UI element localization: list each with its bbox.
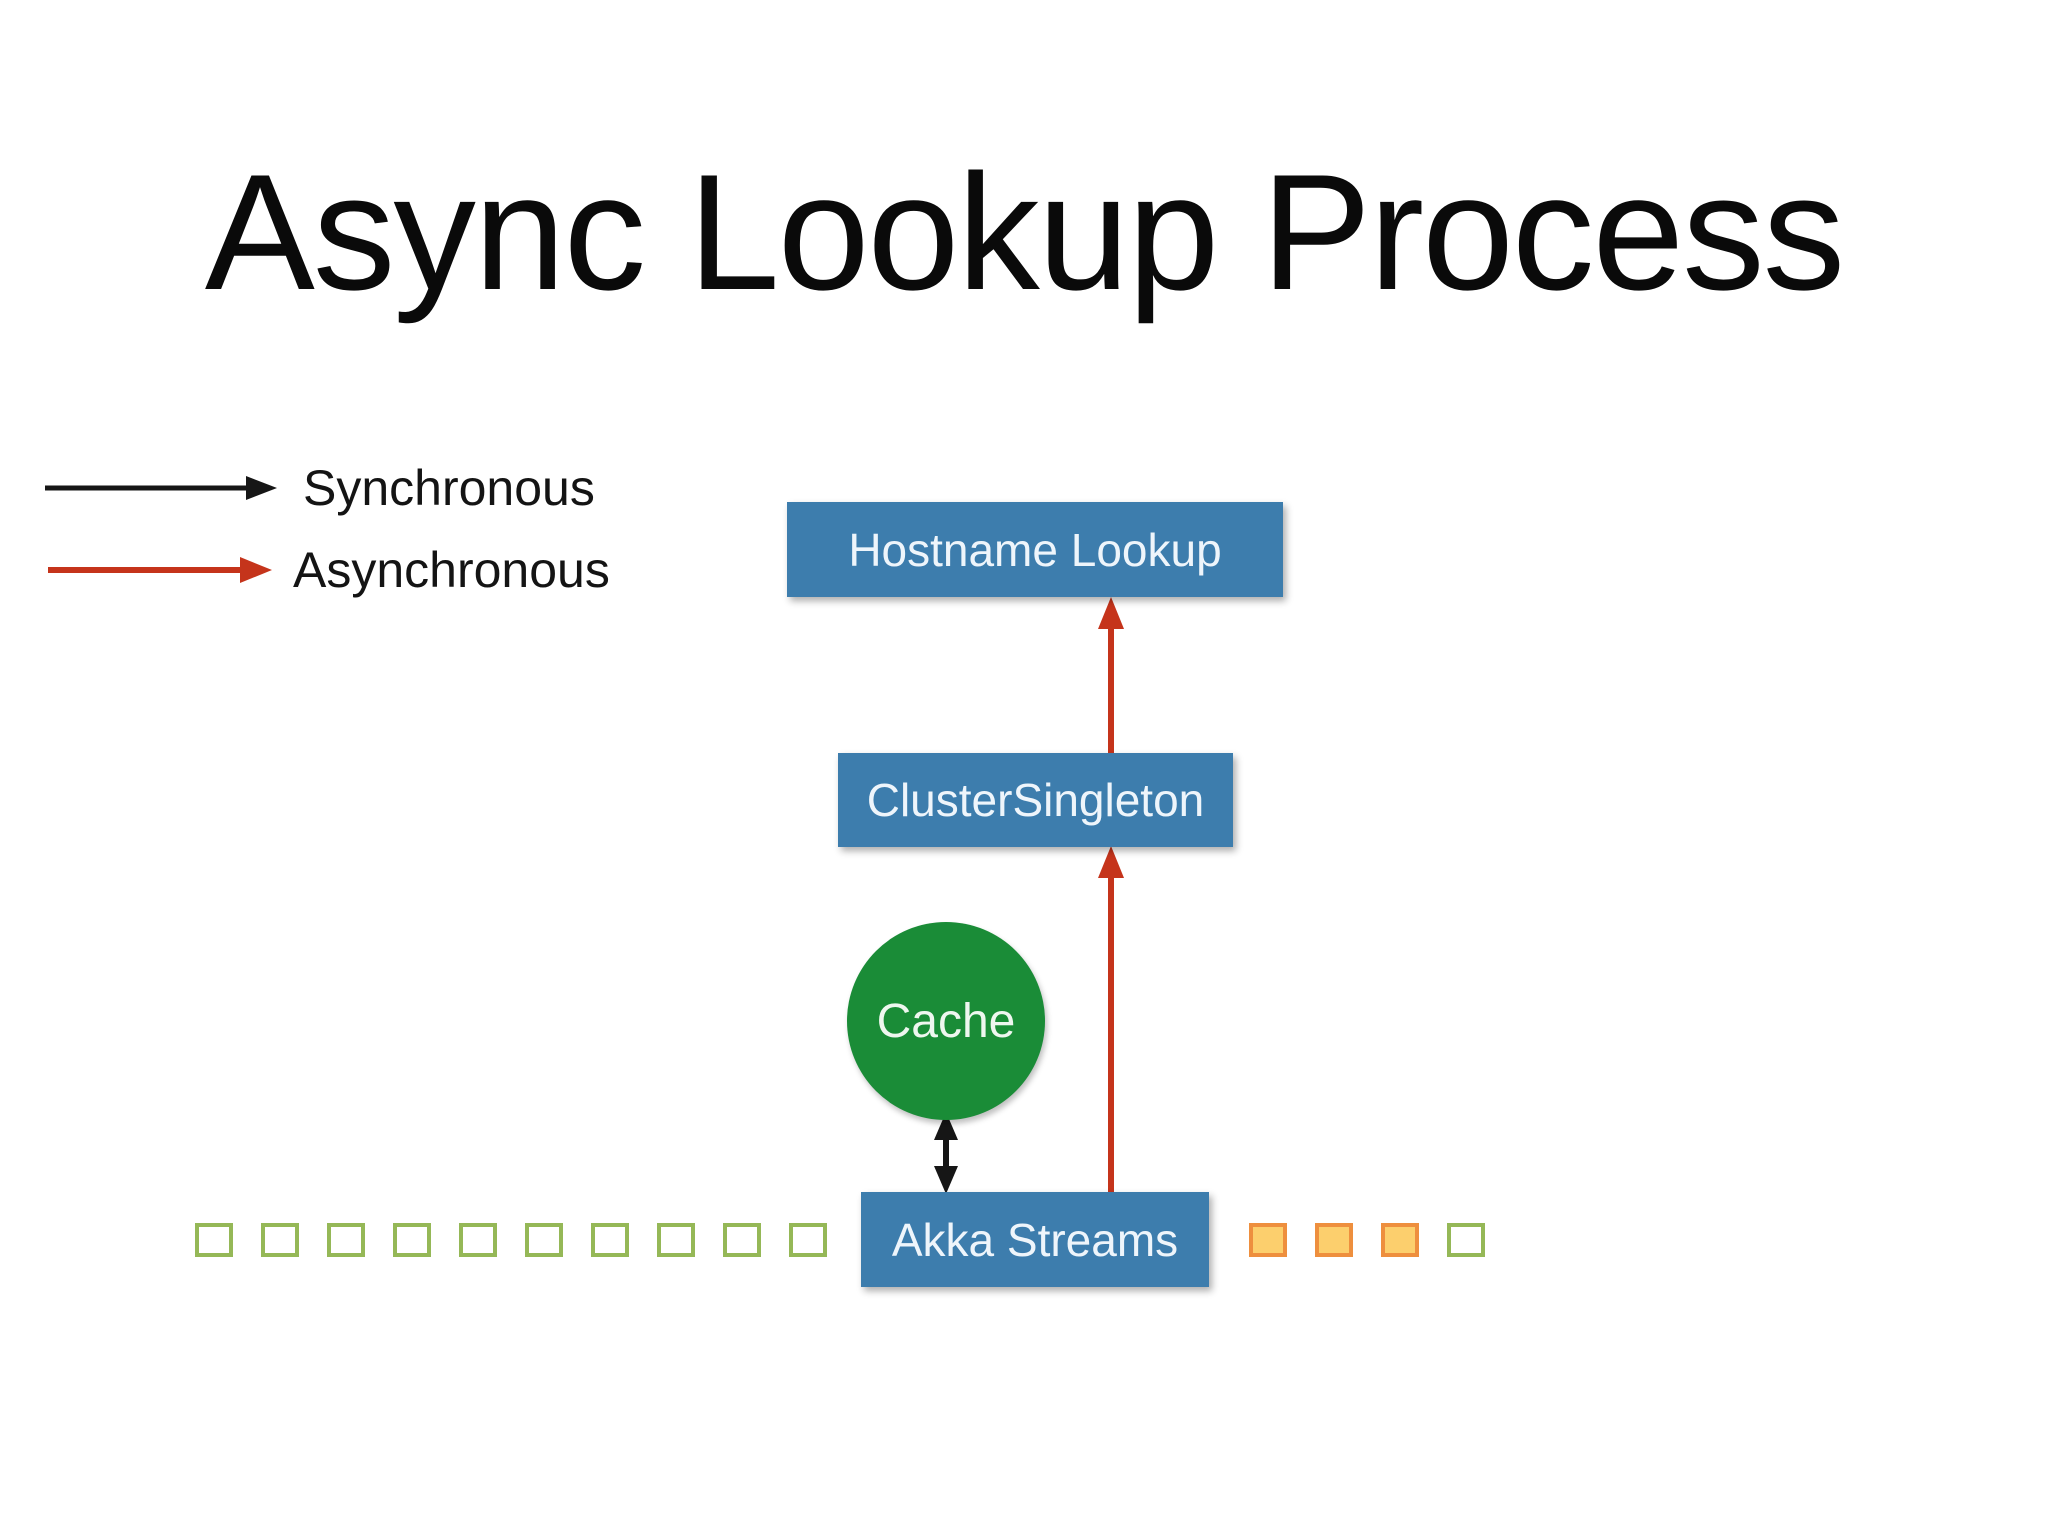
stream-row-right bbox=[1249, 1223, 1485, 1257]
stream-square-empty bbox=[393, 1223, 431, 1257]
legend-label-synchronous: Synchronous bbox=[303, 460, 595, 516]
sync-double-arrow-icon bbox=[934, 1112, 958, 1194]
stream-row-left bbox=[195, 1223, 827, 1257]
async-flow-arrow-akka-to-cluster bbox=[1098, 846, 1124, 1192]
stream-square-empty bbox=[525, 1223, 563, 1257]
node-akka-streams-label: Akka Streams bbox=[891, 1213, 1179, 1266]
node-cluster-singleton: ClusterSingleton bbox=[838, 753, 1233, 847]
node-hostname-lookup: Hostname Lookup bbox=[787, 502, 1283, 597]
legend-label-asynchronous: Asynchronous bbox=[293, 542, 610, 598]
stream-square-empty bbox=[459, 1223, 497, 1257]
stream-square-empty bbox=[723, 1223, 761, 1257]
node-cluster-singleton-label: ClusterSingleton bbox=[866, 774, 1205, 826]
page-title: Async Lookup Process bbox=[204, 140, 1845, 324]
stream-square-empty bbox=[261, 1223, 299, 1257]
node-cache: Cache bbox=[847, 922, 1045, 1120]
stream-square-filled bbox=[1315, 1223, 1353, 1257]
stream-square-filled bbox=[1249, 1223, 1287, 1257]
stream-square-empty bbox=[657, 1223, 695, 1257]
stream-square-filled bbox=[1381, 1223, 1419, 1257]
async-flow-arrow-cluster-to-hostname bbox=[1098, 597, 1124, 753]
node-cache-label: Cache bbox=[876, 994, 1016, 1048]
async-arrow-icon bbox=[48, 557, 272, 583]
node-akka-streams: Akka Streams bbox=[861, 1192, 1209, 1287]
stream-square-empty bbox=[195, 1223, 233, 1257]
sync-arrow-icon bbox=[45, 476, 277, 500]
stream-square-empty bbox=[591, 1223, 629, 1257]
node-hostname-lookup-label: Hostname Lookup bbox=[848, 523, 1222, 576]
stream-square-empty bbox=[789, 1223, 827, 1257]
stream-square-empty bbox=[327, 1223, 365, 1257]
stream-square-empty bbox=[1447, 1223, 1485, 1257]
